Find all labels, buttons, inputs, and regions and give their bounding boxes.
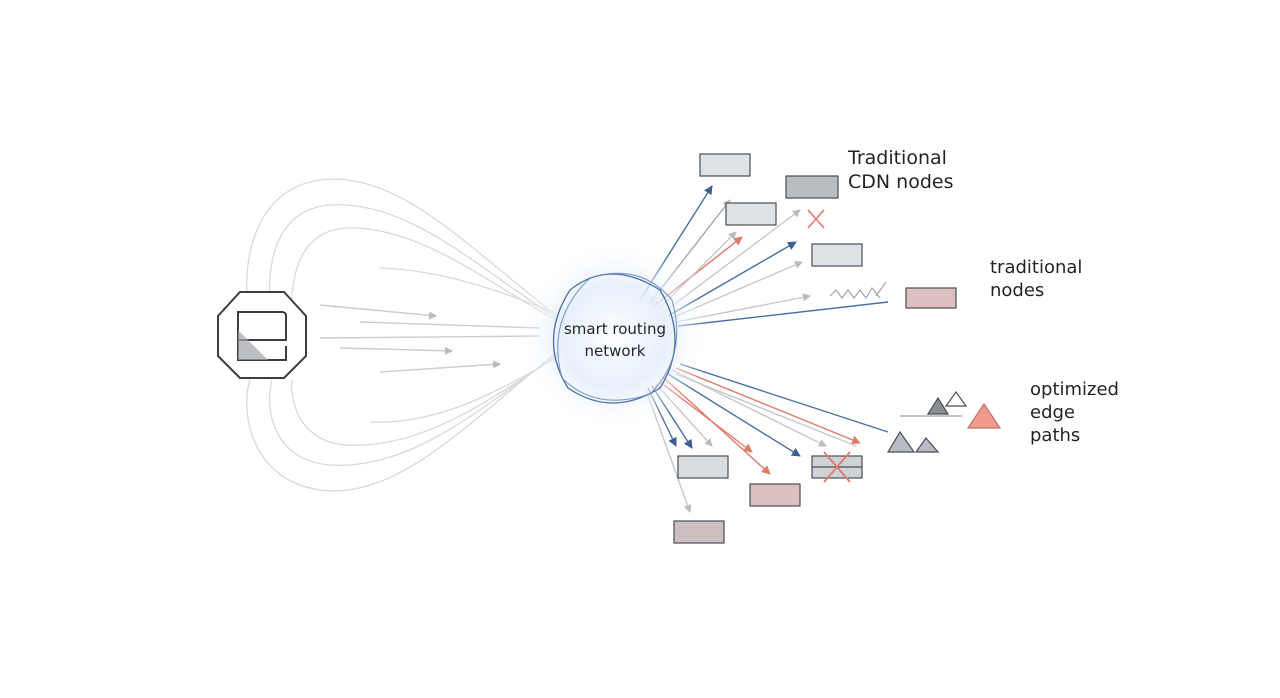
jitter-line <box>829 286 881 300</box>
triangle-icon <box>926 396 950 415</box>
optimized-paths-label: optimized edge paths <box>1030 379 1119 446</box>
edge-node <box>677 455 729 479</box>
triangle-icon <box>914 437 940 453</box>
cdn-node <box>811 243 863 267</box>
cdn-node <box>725 202 777 226</box>
edge-node <box>673 520 725 544</box>
edge-node-group <box>673 455 863 544</box>
edge-node <box>749 483 801 507</box>
traditional-node <box>905 287 957 309</box>
jitter-marker <box>875 281 887 297</box>
cdn-node <box>785 175 839 199</box>
traditional-nodes-label: traditional nodes <box>990 257 1083 301</box>
incoming-arrows <box>319 304 541 373</box>
triangle-icon <box>944 390 968 407</box>
x-mark-icon <box>807 209 825 229</box>
hub-label: smart routing network <box>563 320 667 360</box>
triangle-icon <box>886 430 916 453</box>
optimized-path-icons <box>886 390 1002 453</box>
cdn-node-group <box>699 153 863 267</box>
cdn-nodes-label: Traditional CDN nodes <box>848 147 954 193</box>
cdn-node <box>699 153 751 177</box>
server-octagon-icon <box>217 291 307 379</box>
triangle-icon <box>966 402 1002 429</box>
smart-routing-hub <box>519 241 709 431</box>
x-mark-icon <box>823 451 851 483</box>
